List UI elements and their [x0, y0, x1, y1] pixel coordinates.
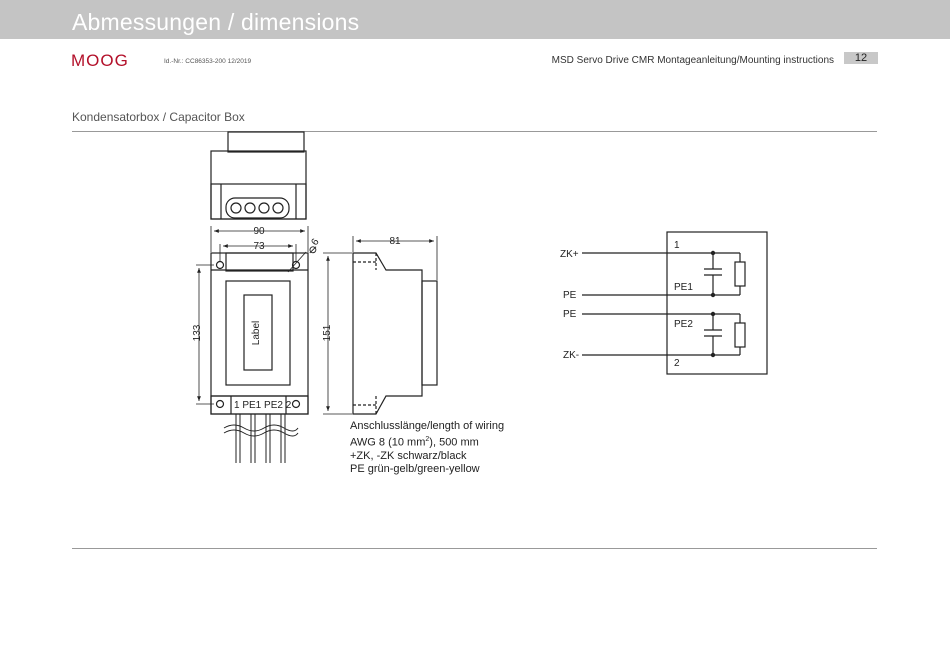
dim-depth: 81 [389, 236, 401, 247]
diameter-symbol: ⌀ [309, 241, 317, 256]
pin-2: 2 [674, 358, 680, 369]
pin-1: 1 [674, 240, 680, 251]
label-pe-2: PE [563, 309, 577, 320]
dim-height-total: 151 [322, 324, 333, 341]
wiring-note-pe: PE grün-gelb/green-yellow [350, 462, 480, 475]
dim-width-inner: 73 [253, 241, 265, 252]
dim-width-outer: 90 [253, 226, 265, 237]
section-title: Kondensatorbox / Capacitor Box [72, 110, 245, 124]
dim-height-holes: 133 [192, 324, 203, 341]
schematic [582, 231, 768, 375]
pin-pe2: PE2 [674, 319, 693, 330]
manual-title: MSD Servo Drive CMR Montageanleitung/Mou… [551, 55, 834, 66]
dim-hole-diameter: 6 [309, 236, 321, 247]
side-dimensions [323, 236, 438, 415]
wiring-note-zk: +ZK, -ZK schwarz/black [350, 449, 467, 462]
front-view [210, 252, 309, 415]
front-dimensions [196, 226, 309, 405]
label-zk-minus: ZK- [563, 350, 579, 361]
wiring-note-awg: AWG 8 (10 mm2), 500 mm [350, 436, 479, 449]
junction-dots [710, 250, 716, 358]
top-divider [72, 131, 877, 132]
title-bar: Abmessungen / dimensions [0, 0, 950, 39]
page-title: Abmessungen / dimensions [72, 9, 360, 35]
cables [223, 414, 299, 463]
logo-text: MOOG [71, 52, 129, 68]
wiring-note-length: Anschlusslänge/length of wiring [350, 420, 505, 432]
terminal-labels: 1 PE1 PE2 2 [234, 400, 292, 411]
document-id: Id.-Nr.: CC86353-200 12/2019 [164, 58, 252, 65]
label-placeholder: Label [251, 321, 262, 345]
bottom-divider [72, 548, 877, 549]
moog-logo: MOOG [71, 52, 129, 68]
wiring-notes: Anschlusslänge/length of wiring AWG 8 (1… [350, 420, 504, 476]
label-pe-1: PE [563, 290, 577, 301]
top-view [210, 131, 307, 220]
side-view [352, 252, 438, 415]
label-zk-plus: ZK+ [560, 249, 579, 260]
page-number-badge: 12 [844, 52, 878, 64]
pin-pe1: PE1 [674, 282, 693, 293]
